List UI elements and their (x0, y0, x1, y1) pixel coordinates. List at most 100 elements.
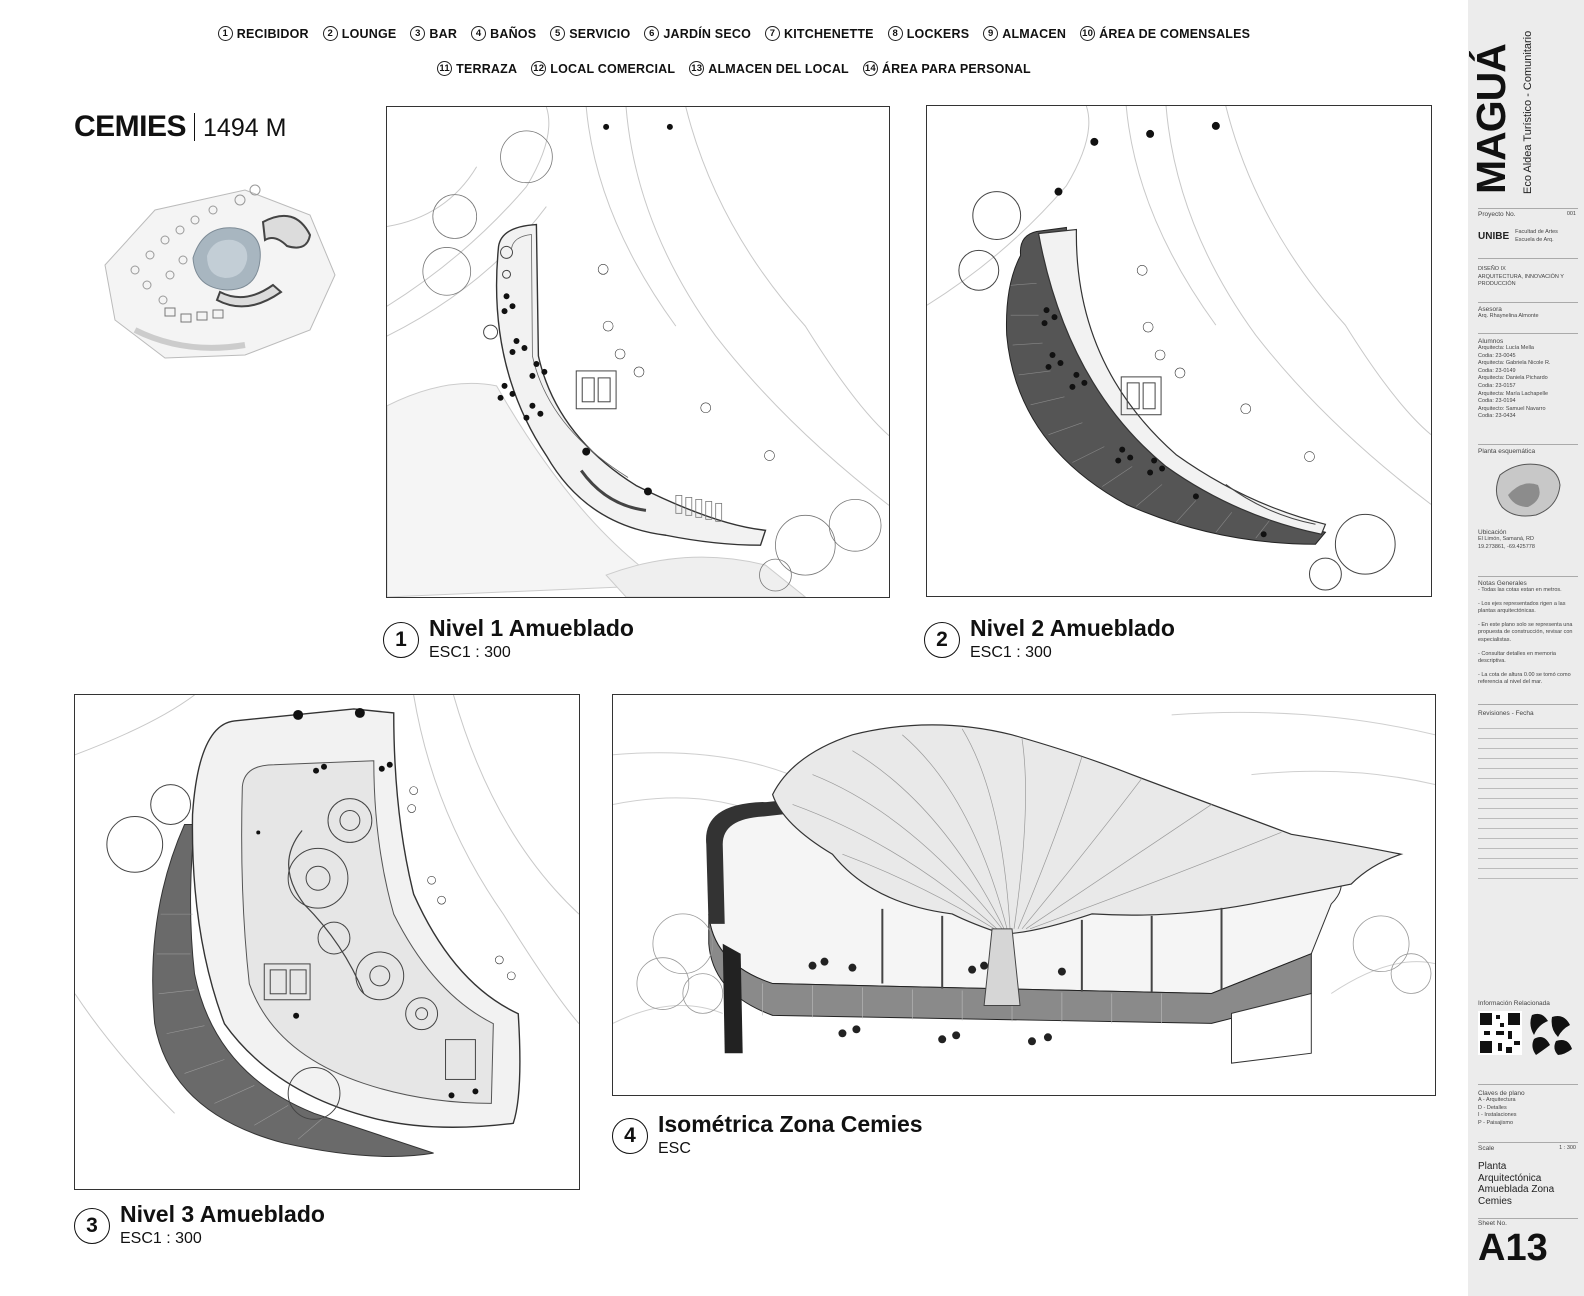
location-line: El Limón, Samaná, RD (1478, 536, 1534, 542)
revision-row-line (1478, 828, 1578, 829)
legend-number: 14 (862, 61, 878, 76)
legend-label: BAR (429, 26, 458, 41)
student-line: Codia: 23-0045 (1478, 352, 1516, 359)
school-logo: UNIBE (1478, 231, 1510, 243)
drawing-number-4: 4 (612, 1118, 648, 1154)
student-line: Arquitecta: Daniela Pichardo (1478, 375, 1548, 382)
course-line: ARQUITECTURA, INNOVACIÓN Y (1478, 273, 1564, 280)
revision-row-line (1478, 818, 1578, 819)
plan-key-line: P - Paisajismo (1478, 1119, 1514, 1126)
description-line: Arquitectónica (1478, 1172, 1542, 1184)
legend-number: 2 (322, 26, 338, 41)
revision-row-line (1478, 788, 1578, 789)
description-line: Amueblada Zona (1478, 1184, 1555, 1195)
general-notes: Notas Generales - Todas las cotas estan … (1478, 580, 1576, 693)
legend-label: ALMACEN (1002, 26, 1067, 41)
school-line: Facultad de Artes (1515, 229, 1558, 235)
location-line: 19.273861, -69.425778 (1478, 543, 1535, 550)
revision-row-line (1478, 808, 1578, 809)
legend-number: 10 (1080, 26, 1096, 41)
drawing-caption-2: 2 Nivel 2 Amueblado ESC1 : 300 (924, 614, 1175, 664)
drawing-scale-4: ESC (658, 1140, 691, 1157)
revision-row-line (1478, 858, 1578, 859)
legend-label: RECIBIDOR (236, 26, 309, 41)
drawing-scale-1: ESC1 : 300 (429, 644, 511, 661)
legend-number: 13 (689, 61, 705, 76)
legend-label: LOCKERS (906, 26, 970, 41)
drawing-title-4: Isométrica Zona Cemies (658, 1111, 923, 1137)
legend-number: 7 (765, 26, 781, 41)
site-name: CEMIES (74, 110, 187, 143)
student-line: Arquitecta: Gabriela Nicole R. (1478, 360, 1551, 367)
site-area: 1494 M (203, 114, 287, 142)
mini-site-plan (1496, 463, 1561, 517)
legend-number: 4 (471, 26, 487, 41)
legend-number: 5 (550, 26, 566, 41)
note-line: - Todas las cotas estan en metros. (1478, 587, 1562, 593)
note-line: - En este plano solo se representa una p… (1478, 621, 1573, 643)
drawing-number-1: 1 (383, 622, 419, 658)
legend-label: LOUNGE (341, 26, 397, 41)
school-line: Escuela de Arq. (1515, 236, 1554, 243)
revision-row-line (1478, 748, 1578, 749)
legend-label: ÁREA DE COMENSALES (1099, 26, 1251, 41)
student-line: Codia: 23-0434 (1478, 413, 1516, 420)
plan-key-line: A - Arquitectura (1478, 1097, 1516, 1103)
legend-label: ALMACEN DEL LOCAL (708, 61, 849, 76)
related-info: Información Relacionada (1478, 1000, 1576, 1061)
title-divider (194, 113, 196, 141)
drawing-number-3: 3 (74, 1208, 110, 1244)
student-line: Codia: 23-0157 (1478, 382, 1516, 389)
description-line: Cemies (1478, 1195, 1512, 1207)
isometric-view (612, 694, 1436, 1096)
legend-number: 8 (887, 26, 903, 41)
revision-row-line (1478, 878, 1578, 879)
project-number: Proyecto No. 001 (1478, 211, 1576, 218)
revision-row-line (1478, 738, 1578, 739)
revisions-table: Revisiones - Fecha (1478, 710, 1534, 717)
student-line: Arquitecta: Lucía Mella (1478, 345, 1534, 351)
legend-label: LOCAL COMERCIAL (550, 61, 676, 76)
legend-label: KITCHENETTE (784, 26, 874, 41)
revision-row-line (1478, 768, 1578, 769)
legend-number: 1 (217, 26, 233, 41)
legend-number: 11 (437, 61, 453, 76)
legend-number: 9 (983, 26, 999, 41)
legend-label: JARDÍN SECO (663, 26, 752, 41)
drawing-caption-3: 3 Nivel 3 Amueblado ESC1 : 300 (74, 1200, 325, 1250)
drawing-scale-3: ESC1 : 300 (120, 1230, 202, 1247)
site-key-plan (95, 180, 345, 370)
revision-row-line (1478, 778, 1578, 779)
note-line: - Los ejes representados rigen a las pla… (1478, 600, 1566, 615)
project-brand: MAGUÁ Eco Aldea Turístico - Comunitario (1468, 31, 1576, 204)
note-line: - La cota de altura 0.00 se tomó como re… (1478, 671, 1571, 686)
legend-label: SERVICIO (569, 26, 631, 41)
revision-row-line (1478, 728, 1578, 729)
revision-row-line (1478, 758, 1578, 759)
sheet-number-block: Sheet No. A13 (1478, 1220, 1576, 1270)
drawing-title-3: Nivel 3 Amueblado (120, 1201, 325, 1227)
student-line: Arquitecta: María Lachapelle (1478, 390, 1549, 397)
qr-code-icon (1478, 1011, 1572, 1055)
sheet-number: A13 (1478, 1227, 1548, 1269)
site-title: CEMIES 1494 M (74, 110, 286, 144)
legend-label: BAÑOS (490, 26, 537, 41)
plan-key-line: D - Detalles (1478, 1104, 1507, 1111)
student-line: Codia: 23-0149 (1478, 367, 1516, 374)
legend-number: 6 (644, 26, 660, 41)
course-line: PRODUCCIÓN (1478, 281, 1516, 288)
